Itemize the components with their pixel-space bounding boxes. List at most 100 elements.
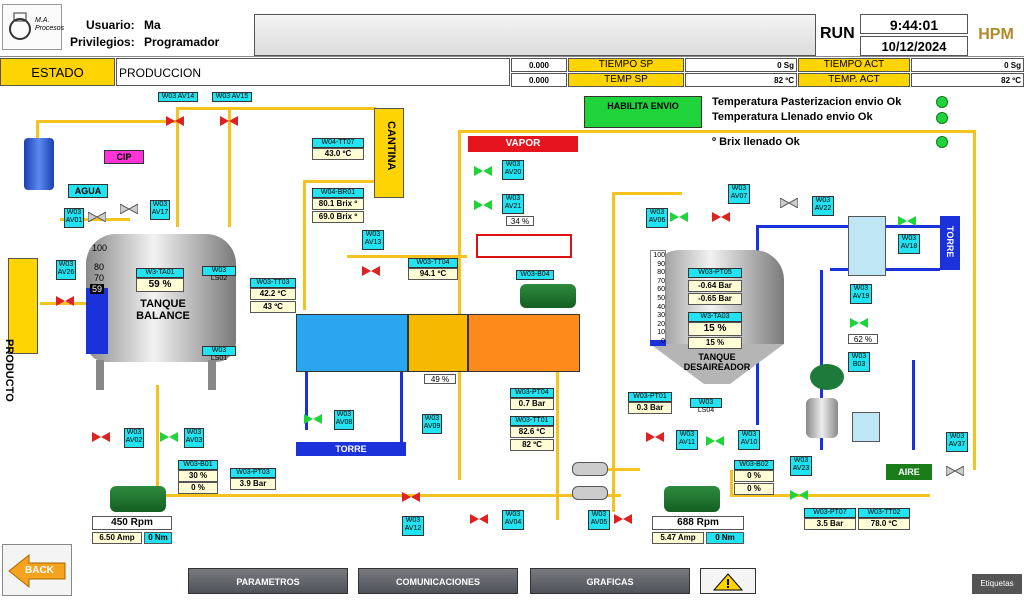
graficas-button[interactable]: GRAFICAS (530, 568, 690, 594)
tag-av12[interactable]: W03 AV12 (402, 516, 424, 536)
temp-act-label: TEMP. ACT (798, 73, 910, 87)
tag-av23[interactable]: W03 AV23 (790, 456, 812, 476)
valve-av02-icon[interactable] (92, 432, 110, 442)
tag-av15[interactable]: W03 AV15 (212, 92, 252, 102)
tag-av11[interactable]: W03 AV11 (676, 430, 698, 450)
valve-av03-icon[interactable] (160, 432, 178, 442)
valve-av07-icon[interactable] (712, 212, 730, 222)
tag-pt01[interactable]: W03-PT01 (628, 392, 672, 402)
tag-av22[interactable]: W03 AV22 (812, 196, 834, 216)
value-av21: 34 % (506, 216, 534, 226)
tag-av17[interactable]: W03 AV17 (150, 200, 170, 220)
parametros-button[interactable]: PARAMETROS (188, 568, 348, 594)
valve-av21-icon[interactable] (474, 200, 492, 210)
pump-2-icon[interactable] (664, 486, 720, 512)
tag-tt01[interactable]: W03-TT01 (510, 416, 554, 426)
tag-tt03[interactable]: W03-TT03 (250, 278, 296, 288)
pump-1-icon[interactable] (110, 486, 166, 512)
value-tt04: 94.1 ºC (408, 268, 458, 280)
valve-av05-icon[interactable] (614, 514, 632, 524)
habilita-envio-button[interactable]: HABILITA ENVIO (584, 96, 702, 128)
valve-av08-icon[interactable] (304, 414, 322, 424)
valve-av14-icon[interactable] (166, 116, 184, 126)
valve-av11-icon[interactable] (646, 432, 664, 442)
value-tt01-b: 82 ºC (510, 439, 554, 451)
agua-label: AGUA (68, 184, 108, 198)
value-b02-a: 0 % (734, 470, 774, 482)
valve-av01-icon[interactable] (88, 212, 106, 222)
valve-av19-icon[interactable] (850, 318, 868, 328)
pipe (580, 468, 640, 471)
tag-ta03[interactable]: W3-TA03 (688, 312, 742, 322)
tag-av09[interactable]: W03 AV09 (422, 414, 442, 434)
pump-b04-icon[interactable] (520, 284, 576, 308)
tag-av08[interactable]: W03 AV08 (334, 410, 354, 430)
tag-av37[interactable]: W03 AV37 (946, 432, 968, 452)
tag-ls04[interactable]: W03 LS04 (690, 398, 722, 414)
valve-av20-icon[interactable] (474, 166, 492, 176)
valve-av13-icon[interactable] (362, 266, 380, 276)
valve-av12-icon[interactable] (402, 492, 420, 502)
back-button[interactable]: BACK (2, 544, 72, 596)
tag-pt07[interactable]: W03-PT07 (804, 508, 856, 518)
tag-av18[interactable]: W03 AV18 (898, 234, 920, 254)
etiquetas-button[interactable]: Etiquetas (972, 574, 1022, 594)
pump-1-amp: 6.50 Amp (92, 532, 142, 544)
tag-av26[interactable]: W03 AV26 (56, 260, 76, 280)
pipe (36, 120, 39, 140)
pipe-water (305, 370, 308, 430)
value-ta03-a: 15 % (688, 322, 742, 336)
torre-left-label: TORRE (296, 442, 406, 456)
tag-av06[interactable]: W03 AV06 (646, 208, 668, 228)
tag-pt03[interactable]: W03-PT03 (230, 468, 276, 478)
warning-icon (713, 573, 743, 591)
value-tt03-a: 42.2 ºC (250, 288, 296, 300)
pipe-water (912, 360, 915, 450)
tag-av20[interactable]: W03 AV20 (502, 160, 524, 180)
condenser-icon (848, 216, 886, 276)
tag-av21[interactable]: W03 AV21 (502, 194, 524, 214)
vacuum-pump-icon[interactable] (810, 364, 844, 390)
valve-av22-icon[interactable] (780, 198, 798, 208)
tag-b02[interactable]: W03-B02 (734, 460, 774, 470)
deaerator-level-labels: 100 90 80 70 60 50 40 30 20 10 0 (651, 252, 665, 347)
valve-av15-icon[interactable] (220, 116, 238, 126)
tag-b03[interactable]: W03 B03 (848, 352, 870, 372)
valve-av26-icon[interactable] (56, 296, 74, 306)
status-msg-pasteurization: Temperatura Pasterizacion envio Ok (712, 96, 902, 108)
valve-av17-icon[interactable] (120, 204, 138, 214)
valve-av10-icon[interactable] (706, 436, 724, 446)
valve-av04-icon[interactable] (470, 514, 488, 524)
tag-av02[interactable]: W03 AV02 (124, 428, 144, 448)
tag-b04[interactable]: W03-B04 (516, 270, 554, 280)
tag-ls02[interactable]: W03 LS02 (202, 266, 236, 282)
tag-av01[interactable]: W03 AV01 (64, 208, 84, 228)
tag-b01[interactable]: W03-B01 (178, 460, 218, 470)
tag-ta01[interactable]: W3-TA01 (136, 268, 184, 278)
tag-tt04[interactable]: W03-TT04 (408, 258, 458, 268)
valve-av06-icon[interactable] (670, 212, 688, 222)
tag-tt07[interactable]: W04-TT07 (312, 138, 364, 148)
tag-ls01[interactable]: W03 LS01 (202, 346, 236, 362)
tag-pt04[interactable]: W03-PT04 (510, 388, 554, 398)
tag-tt02[interactable]: W03-TT02 (858, 508, 910, 518)
valve-av23-icon[interactable] (790, 490, 808, 500)
comunicaciones-button[interactable]: COMUNICACIONES (358, 568, 518, 594)
tag-av14[interactable]: W03 AV14 (158, 92, 198, 102)
value-ta03-b: 15 % (688, 337, 742, 349)
status-msg-filling: Temperatura Llenado envio Ok (712, 111, 873, 123)
tag-av05[interactable]: W03 AV05 (588, 510, 610, 530)
tag-av07[interactable]: W03 AV07 (728, 184, 750, 204)
tag-av10[interactable]: W03 AV10 (738, 430, 760, 450)
valve-av18-icon[interactable] (898, 216, 916, 226)
pump-1-rpm: 450 Rpm (92, 516, 172, 530)
tag-av04[interactable]: W03 AV04 (502, 510, 524, 530)
valve-av37-icon[interactable] (946, 466, 964, 476)
tag-av03[interactable]: W03 AV03 (184, 428, 204, 448)
alarm-button[interactable] (700, 568, 756, 594)
pipe (458, 130, 976, 133)
tag-br01[interactable]: W04-BR01 (312, 188, 364, 198)
tag-pt05[interactable]: W03-PT05 (688, 268, 742, 278)
tag-av19[interactable]: W03 AV19 (850, 284, 872, 304)
tag-av13[interactable]: W03 AV13 (362, 230, 384, 250)
